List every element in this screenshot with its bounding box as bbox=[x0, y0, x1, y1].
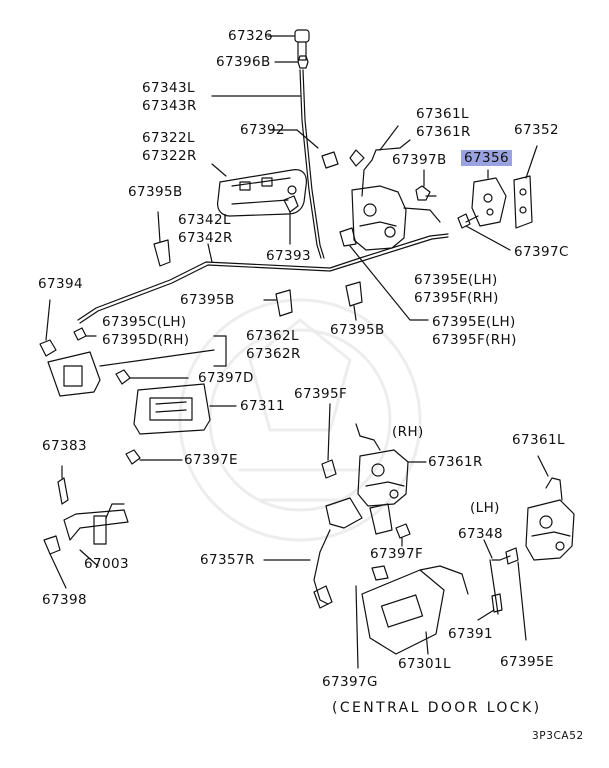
label-67326: 67326 bbox=[228, 28, 273, 44]
label-67395F-RH-a: 67395F(RH) bbox=[414, 290, 499, 306]
label-67395B-b: 67395B bbox=[180, 292, 235, 308]
label-67322L: 67322L bbox=[142, 130, 195, 146]
label-67397B: 67397B bbox=[392, 152, 447, 168]
rod-clip-67395F bbox=[321, 403, 337, 479]
label-67322R: 67322R bbox=[142, 148, 197, 164]
label-67361R-mid: 67361R bbox=[428, 454, 483, 470]
rod-end-clip bbox=[39, 299, 57, 357]
label-67343R: 67343R bbox=[142, 98, 197, 114]
screw-67397D bbox=[115, 369, 189, 385]
label-67348: 67348 bbox=[458, 526, 503, 542]
inside-handle bbox=[133, 383, 237, 435]
rod-clip-67395E-a bbox=[339, 227, 429, 321]
rod-clip-67395E-b bbox=[505, 547, 527, 641]
label-67352: 67352 bbox=[514, 122, 559, 138]
label-67356: 67356 bbox=[461, 150, 512, 167]
bushing-part bbox=[274, 55, 309, 69]
lock-actuator bbox=[263, 497, 393, 609]
label-67396B: 67396B bbox=[216, 54, 271, 70]
handle-bracket bbox=[47, 335, 227, 397]
watermark-emblem bbox=[178, 298, 422, 542]
inside-handle-rod bbox=[77, 233, 449, 324]
label-67395F-RH-b: 67395F(RH) bbox=[432, 332, 517, 348]
label-67393: 67393 bbox=[266, 248, 311, 264]
label-67395E-LH-a: 67395E(LH) bbox=[414, 272, 498, 288]
rod-clip-67395B-a bbox=[153, 211, 171, 267]
label-67361R-top: 67361R bbox=[416, 124, 471, 140]
label-67342L: 67342L bbox=[178, 212, 231, 228]
diagram-code: 3P3CA52 bbox=[532, 730, 584, 742]
lock-rod bbox=[211, 69, 325, 259]
label-67362R: 67362R bbox=[246, 346, 301, 362]
label-67361L-top: 67361L bbox=[416, 106, 469, 122]
label-67395E-LH-b: 67395E(LH) bbox=[432, 314, 516, 330]
door-lock-rh bbox=[355, 423, 427, 507]
label-RH: (RH) bbox=[392, 424, 424, 440]
label-67357R: 67357R bbox=[200, 552, 255, 568]
label-67395D-RH: 67395D(RH) bbox=[102, 332, 190, 348]
label-67362L: 67362L bbox=[246, 328, 299, 344]
label-67311: 67311 bbox=[240, 398, 285, 414]
label-67395F: 67395F bbox=[294, 386, 348, 402]
label-67383: 67383 bbox=[42, 438, 87, 454]
label-67395B-a: 67395B bbox=[128, 184, 183, 200]
door-check bbox=[57, 465, 129, 567]
label-LH: (LH) bbox=[470, 500, 500, 516]
label-67397G: 67397G bbox=[322, 674, 378, 690]
label-67397F: 67397F bbox=[370, 546, 424, 562]
bolt-67397B bbox=[415, 169, 437, 201]
label-67394: 67394 bbox=[38, 276, 83, 292]
bolt-67398 bbox=[43, 535, 67, 589]
central-lock-actuator bbox=[355, 565, 469, 669]
striker-screws bbox=[457, 213, 511, 251]
outside-handle bbox=[211, 129, 319, 217]
diagram-caption: (CENTRAL DOOR LOCK) bbox=[332, 700, 542, 716]
bolt-67397F bbox=[395, 523, 411, 547]
rod-pin-part bbox=[267, 29, 310, 61]
rod-clip-67395B-b bbox=[263, 289, 293, 317]
rod-clip-67395B-c bbox=[345, 281, 363, 321]
label-67395E: 67395E bbox=[500, 654, 554, 670]
label-67398: 67398 bbox=[42, 592, 87, 608]
label-67397C: 67397C bbox=[514, 244, 569, 260]
label-67003: 67003 bbox=[84, 556, 129, 572]
lh-lock-rod bbox=[477, 539, 511, 621]
striker-shim bbox=[513, 145, 538, 229]
rod-clip-upper bbox=[321, 151, 339, 169]
label-67343L: 67343L bbox=[142, 80, 195, 96]
label-67397E: 67397E bbox=[184, 452, 238, 468]
door-lock-upper bbox=[349, 125, 441, 251]
label-67361L-mid: 67361L bbox=[512, 432, 565, 448]
label-67301L: 67301L bbox=[398, 656, 451, 672]
striker-plate bbox=[471, 169, 507, 227]
door-lock-lh bbox=[525, 455, 575, 561]
label-67395B-c: 67395B bbox=[330, 322, 385, 338]
rod-clip-67395C-D bbox=[73, 327, 97, 341]
label-67392: 67392 bbox=[240, 122, 285, 138]
label-67397D: 67397D bbox=[198, 370, 254, 386]
label-67391: 67391 bbox=[448, 626, 493, 642]
label-67342R: 67342R bbox=[178, 230, 233, 246]
screw-67397E bbox=[125, 449, 183, 465]
handle-clip bbox=[283, 195, 299, 245]
label-67395C-LH: 67395C(LH) bbox=[102, 314, 187, 330]
highlighted-part-number: 67356 bbox=[461, 150, 512, 166]
